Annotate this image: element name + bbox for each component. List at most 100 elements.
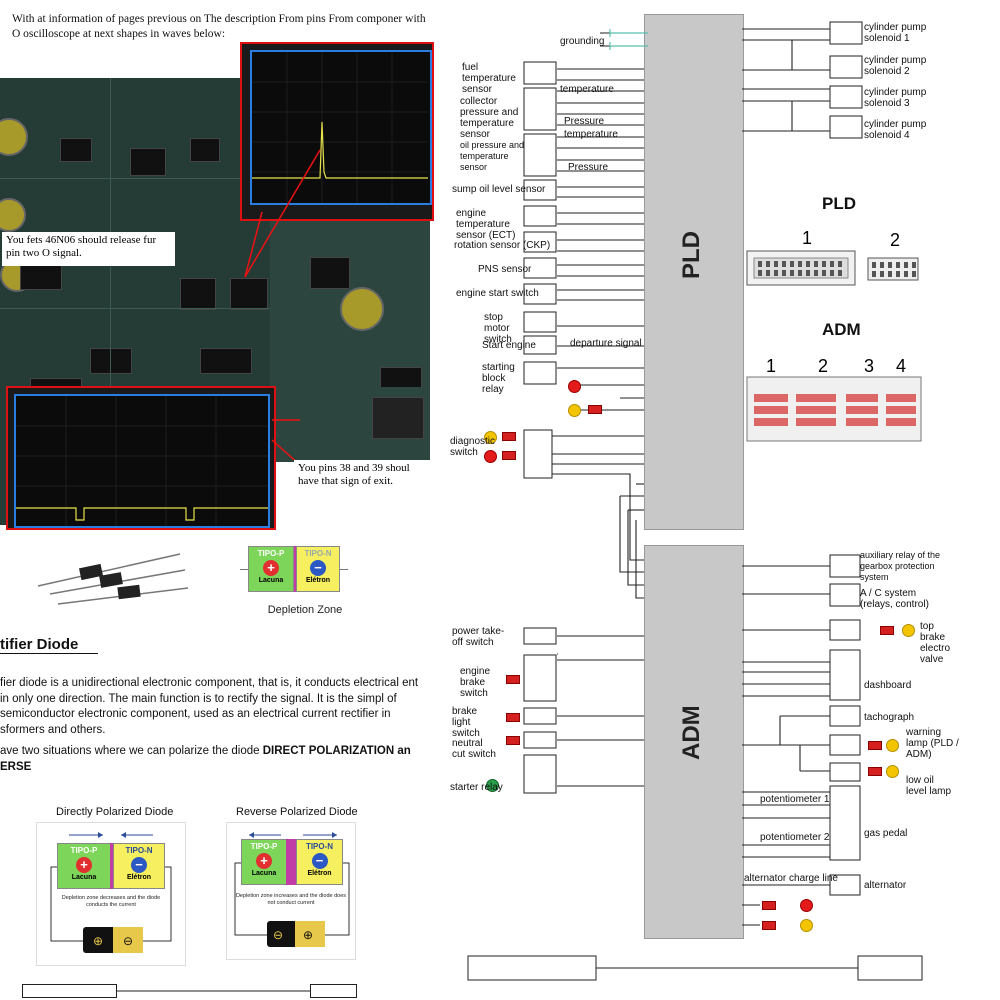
note-pins: You pins 38 and 39 shoul have that sign … <box>294 460 436 496</box>
adm-connector-heading: ADM <box>822 320 861 339</box>
adm-output-ac: A / C system (relays, control) <box>860 588 929 610</box>
pcb-photo-right <box>270 217 430 399</box>
fuse-icon <box>880 626 894 635</box>
footer-rule-left <box>22 984 357 998</box>
lamp-icon <box>902 624 915 637</box>
svg-text:⊕: ⊕ <box>93 934 103 948</box>
fuse-icon <box>502 451 516 460</box>
pld-input-grounding: grounding <box>560 36 605 47</box>
svg-text:⊖: ⊖ <box>123 934 133 948</box>
pld-input-oil: oil pressure and temperature sensor <box>460 140 525 172</box>
adm-module <box>644 545 744 939</box>
pn-junction-diagram: TIPO-P + Lacuna TIPO-N − Elétron <box>240 546 348 596</box>
pld-output-solenoid-1: cylinder pump solenoid 1 <box>864 22 927 44</box>
paragraph-1: fier diode is a unidirectional electroni… <box>0 677 419 736</box>
direct-depletion-note: Depletion zone decreases and the diode c… <box>61 895 161 908</box>
lamp-icon <box>800 899 813 912</box>
pld-connector-heading: PLD <box>822 194 856 213</box>
signal-label: potentiometer 2 <box>760 832 830 843</box>
adm-input-brake-light: brake light switch <box>452 706 480 739</box>
note-fets: You fets 46N06 should release fur pin tw… <box>2 232 175 266</box>
intro-text: With at information of pages previous on… <box>12 13 426 40</box>
lamp-icon <box>886 765 899 778</box>
pld-input-fuel-temp: fuel temperature sensor <box>462 62 516 95</box>
adm-connectors <box>746 376 922 442</box>
adm-output-low-oil: low oil level lamp <box>906 775 952 797</box>
fuse-icon <box>506 713 520 722</box>
fuse-icon <box>506 736 520 745</box>
fuse-icon <box>502 432 516 441</box>
lamp-icon <box>568 404 581 417</box>
p-type-region: TIPO-P + Lacuna <box>248 546 294 592</box>
wiring-lines <box>467 21 923 981</box>
direct-caption: Directly Polarized Diode <box>56 806 174 818</box>
signal-label: alternator charge line <box>744 873 838 884</box>
section-title: tifier Diode <box>0 636 99 654</box>
adm-output-warning-lamp: warning lamp (PLD / ADM) <box>906 727 959 760</box>
fuse-icon <box>588 405 602 414</box>
lamp-icon <box>486 779 499 792</box>
adm-input-neutral-cut: neutral cut switch <box>452 738 496 760</box>
adm-connector-3-label: 3 <box>864 356 875 376</box>
signal-label: Pressure <box>564 116 605 127</box>
wiring-diagram: PLD ADM <box>440 0 1000 1000</box>
pld-output-solenoid-2: cylinder pump solenoid 2 <box>864 55 927 77</box>
reverse-polarized-diagram: ⊖ ⊕ TIPO-P + Lacuna TIPO-N − Elétron Dep… <box>226 822 356 960</box>
signal-label: temperature <box>560 84 614 95</box>
adm-output-tachograph: tachograph <box>864 712 915 723</box>
adm-connector-1-label: 1 <box>766 356 777 376</box>
adm-input-starter-relay: starter relay <box>450 782 503 793</box>
adm-output-aux-relay: auxiliary relay of the gearbox protectio… <box>860 550 941 582</box>
lamp-icon <box>568 380 581 393</box>
oscilloscope-top <box>240 42 434 221</box>
pld-input-sump: sump oil level sensor <box>452 184 546 195</box>
svg-text:⊖: ⊖ <box>273 928 283 942</box>
pld-input-ect: engine temperature sensor (ECT) <box>456 208 516 241</box>
pld-input-stop-motor: stop motor switch <box>484 312 512 345</box>
adm-connector-2-label: 2 <box>818 356 829 376</box>
lamp-icon <box>484 431 497 444</box>
lamp-icon <box>800 919 813 932</box>
pld-output-solenoid-4: cylinder pump solenoid 4 <box>864 119 927 141</box>
lamp-icon <box>484 450 497 463</box>
diodes-image <box>37 553 189 605</box>
adm-connector-4-label: 4 <box>896 356 907 376</box>
lamp-icon <box>886 739 899 752</box>
signal-label: departure signal <box>570 338 642 349</box>
fuse-icon <box>762 901 776 910</box>
signal-label: Pressure <box>568 162 609 173</box>
adm-output-brake-valve: top brake electro valve <box>920 621 951 665</box>
body-text: fier diode is a unidirectional electroni… <box>0 676 428 775</box>
pld-connector-2-label: 2 <box>890 230 901 250</box>
pld-module <box>644 14 744 530</box>
pld-input-engine-start: engine start switch <box>456 288 539 299</box>
adm-input-engine-brake: engine brake switch <box>460 666 491 699</box>
pld-output-solenoid-3: cylinder pump solenoid 3 <box>864 87 927 109</box>
pld-input-start-engine: Start engine <box>482 340 536 351</box>
pld-input-pns: PNS sensor <box>478 264 532 275</box>
pld-input-collector: collector pressure and temperature senso… <box>460 96 519 140</box>
n-type-region: TIPO-N − Elétron <box>296 546 340 592</box>
signal-label: potentiometer 1 <box>760 794 830 805</box>
reverse-caption: Reverse Polarized Diode <box>236 806 358 818</box>
adm-output-gas-pedal: gas pedal <box>864 828 908 839</box>
pld-input-diagnostic: diagnostic switch <box>450 436 496 458</box>
pld-input-block-relay: starting block relay <box>482 362 515 395</box>
paragraph-2: ave two situations where we can polarize… <box>0 745 411 773</box>
adm-input-pto: power take-off switch <box>452 626 505 648</box>
adm-output-alternator: alternator <box>864 880 907 891</box>
pld-connector-1-label: 1 <box>802 228 813 248</box>
signal-label: temperature <box>564 129 618 140</box>
depletion-zone-label: Depletion Zone <box>267 604 343 616</box>
fuse-icon <box>506 675 520 684</box>
svg-text:⊕: ⊕ <box>303 928 313 942</box>
pld-connectors <box>746 250 919 286</box>
adm-output-dashboard: dashboard <box>864 680 912 691</box>
direct-polarized-diagram: ⊕ ⊖ TIPO-P + Lacuna TIPO-N − Elétron Dep… <box>36 822 186 966</box>
fuse-icon <box>868 767 882 776</box>
pld-input-ckp: rotation sensor (CKP) <box>454 240 551 251</box>
fuse-icon <box>762 921 776 930</box>
oscilloscope-bottom <box>6 386 276 530</box>
fuse-icon <box>868 741 882 750</box>
reverse-depletion-note: Depletion zone increases and the diode d… <box>235 893 347 906</box>
